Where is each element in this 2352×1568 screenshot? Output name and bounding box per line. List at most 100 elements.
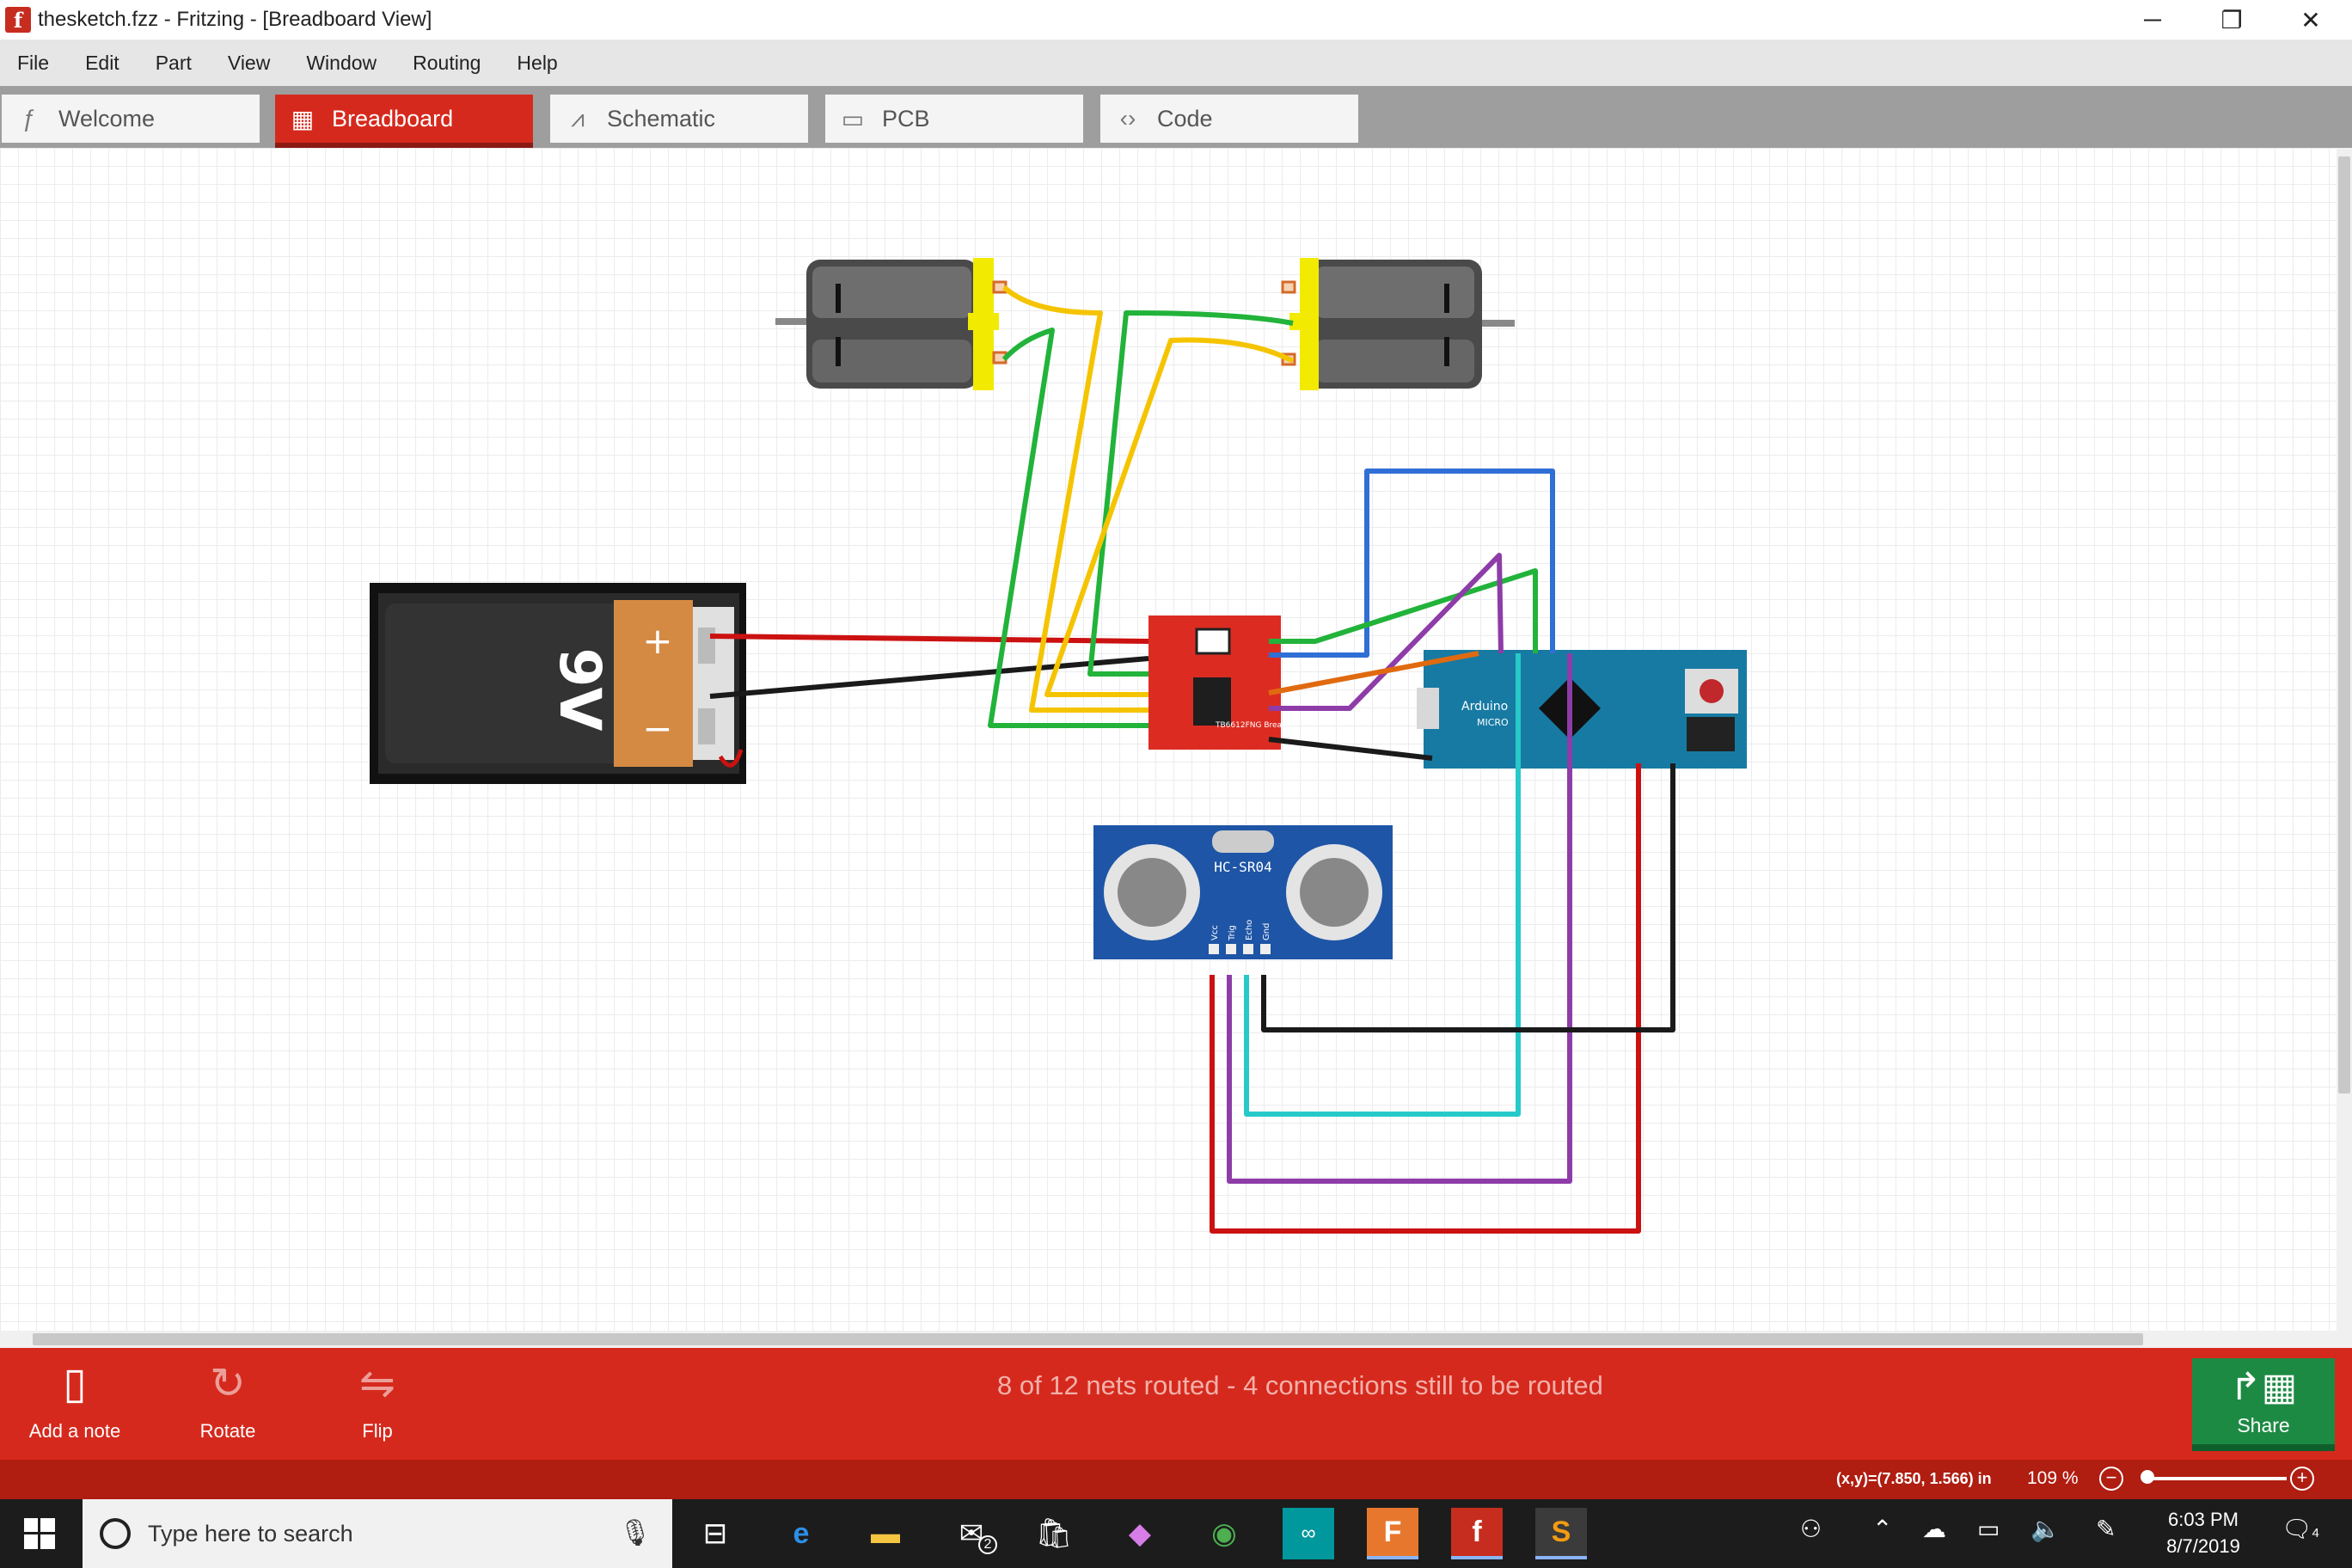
menu-routing[interactable]: Routing <box>413 51 481 74</box>
wire-3[interactable] <box>988 328 1148 728</box>
sublime-text-icon[interactable]: S <box>1535 1508 1587 1559</box>
arduino-label: Arduino <box>1461 700 1508 714</box>
share-label: Share <box>2237 1414 2290 1436</box>
zoom-in-button[interactable]: + <box>2290 1467 2314 1491</box>
tab-label: Breadboard <box>332 105 454 132</box>
file-explorer-icon[interactable]: ▬ <box>871 1516 900 1550</box>
view-tab-bar: ƒ Welcome ▦ Breadboard ⩘ Schematic ▭ PCB… <box>0 86 2352 148</box>
mail-icon[interactable]: ✉2 <box>946 1508 997 1559</box>
taskbar-search-box[interactable]: Type here to search 🎙 <box>83 1499 672 1568</box>
tab-label: Welcome <box>58 105 156 132</box>
volume-icon[interactable]: 🔈 <box>2030 1516 2061 1542</box>
tab-welcome[interactable]: ƒ Welcome <box>2 95 260 143</box>
restore-button[interactable]: ❐ <box>2220 6 2243 34</box>
wire-7[interactable] <box>1269 568 1538 653</box>
dc-motor-right[interactable] <box>1281 258 1515 390</box>
tab-pcb[interactable]: ▭ PCB <box>825 95 1083 143</box>
resistor-icon: ⩘ <box>571 104 585 132</box>
zoom-slider[interactable] <box>2144 1477 2287 1480</box>
circuit-drawing: + − 9V TB6612FNG Breakout Arduino MICRO … <box>370 258 1747 1234</box>
sensor-pin-vcc: Vcc <box>1210 925 1220 940</box>
arduino-ide-icon[interactable]: ∞ <box>1283 1508 1334 1559</box>
store-icon[interactable]: 🛍 <box>1035 1517 1073 1550</box>
wires <box>709 285 1675 1234</box>
tab-label: Schematic <box>607 105 716 132</box>
routing-status[interactable]: 8 of 12 nets routed - 4 connections stil… <box>997 1370 1603 1400</box>
notification-badge: 4 <box>2312 1526 2319 1540</box>
vertical-scroll-thumb[interactable] <box>2338 156 2350 1093</box>
onedrive-icon[interactable]: ☁ <box>1922 1516 1946 1542</box>
code-icon: ‹› <box>1119 105 1136 132</box>
mail-badge: 2 <box>978 1535 997 1554</box>
motor-driver-board[interactable]: TB6612FNG Breakout <box>1148 616 1299 750</box>
pen-icon[interactable]: ✎ <box>2096 1516 2116 1542</box>
fritzing-taskbar-icon[interactable]: f <box>1451 1508 1503 1559</box>
zoom-out-button[interactable]: − <box>2099 1467 2123 1491</box>
notifications-icon[interactable]: 🗨4 <box>2282 1516 2319 1542</box>
battery-voltage-label: 9V <box>547 647 613 731</box>
breadboard-icon: ▦ <box>291 105 315 132</box>
wire-6[interactable] <box>1269 469 1555 658</box>
chrome-icon[interactable]: ◉ <box>1211 1517 1237 1550</box>
wire-1[interactable] <box>709 656 1149 699</box>
vertical-scrollbar[interactable] <box>2337 148 2352 1331</box>
wire-5[interactable] <box>1044 337 1295 697</box>
close-button[interactable]: ✕ <box>2300 6 2321 34</box>
menu-help[interactable]: Help <box>517 51 558 74</box>
title-bar: f thesketch.fzz - Fritzing - [Breadboard… <box>0 0 2352 40</box>
flip-button[interactable]: ⇋ Flip <box>313 1357 442 1451</box>
wire-13[interactable] <box>1244 653 1521 1117</box>
menu-part[interactable]: Part <box>155 51 192 74</box>
breadboard-canvas[interactable]: + − 9V TB6612FNG Breakout Arduino MICRO … <box>0 148 2337 1436</box>
zoom-slider-handle[interactable] <box>2141 1470 2154 1484</box>
tab-breadboard[interactable]: ▦ Breadboard <box>275 95 533 148</box>
menu-window[interactable]: Window <box>306 51 377 74</box>
people-icon[interactable]: ⚇ <box>1800 1516 1822 1542</box>
wire-9[interactable] <box>1268 651 1479 695</box>
rotate-button[interactable]: ↻ Rotate <box>163 1357 292 1451</box>
window-title: thesketch.fzz - Fritzing - [Breadboard V… <box>38 8 432 31</box>
horizontal-scrollbar[interactable] <box>0 1331 2352 1348</box>
taskbar-clock[interactable]: 6:03 PM 8/7/2019 <box>2147 1506 2259 1559</box>
wire-2[interactable] <box>1001 285 1148 713</box>
fritzing-app-icon: f <box>5 7 31 33</box>
edge-browser-icon[interactable]: e <box>793 1516 810 1550</box>
wire-8[interactable] <box>1269 553 1504 711</box>
wire-11[interactable] <box>1210 763 1641 1234</box>
battery-minus-label: − <box>642 707 672 750</box>
wire-12[interactable] <box>1227 653 1572 1184</box>
wire-14[interactable] <box>1261 763 1675 1032</box>
add-note-button[interactable]: ▯ Add a note <box>10 1357 139 1451</box>
share-button[interactable]: ↱▦ Share <box>2192 1358 2335 1451</box>
clock-date: 8/7/2019 <box>2166 1535 2240 1557</box>
status-bar: (x,y)=(7.850, 1.566) in 109 % − + <box>0 1460 2352 1499</box>
wire-4[interactable] <box>1087 310 1294 677</box>
task-view-icon[interactable]: ⊟ <box>702 1517 728 1550</box>
cortana-icon <box>100 1518 131 1549</box>
arduino-micro[interactable]: Arduino MICRO <box>1417 650 1747 769</box>
show-hidden-icons-chevron-icon[interactable]: ⌃ <box>1872 1516 1893 1542</box>
menu-file[interactable]: File <box>17 51 50 74</box>
menu-edit[interactable]: Edit <box>85 51 119 74</box>
battery-9v[interactable]: + − 9V <box>370 583 746 784</box>
horizontal-scroll-thumb[interactable] <box>33 1333 2143 1345</box>
minimize-button[interactable]: ─ <box>2144 6 2161 33</box>
tab-schematic[interactable]: ⩘ Schematic <box>550 95 808 143</box>
wire-0[interactable] <box>709 634 1149 644</box>
dc-motor-left[interactable] <box>775 258 1008 390</box>
battery-icon[interactable]: ▭ <box>1977 1516 2000 1542</box>
windows-start-icon[interactable] <box>24 1518 55 1549</box>
paint3d-icon[interactable]: ◆ <box>1128 1517 1152 1550</box>
cursor-coordinates: (x,y)=(7.850, 1.566) in <box>1836 1470 1992 1487</box>
menu-view[interactable]: View <box>227 51 271 74</box>
battery-plus-label: + <box>642 620 672 662</box>
tab-code[interactable]: ‹› Code <box>1100 95 1358 143</box>
sensor-label: HC-SR04 <box>1214 859 1271 875</box>
microphone-icon[interactable]: 🎙 <box>618 1519 652 1547</box>
ultrasonic-sensor[interactable]: HC-SR04 Vcc Trig Echo Gnd <box>1093 825 1393 959</box>
fritzing-alt-icon[interactable]: F <box>1367 1508 1418 1559</box>
clock-time: 6:03 PM <box>2168 1509 2239 1530</box>
wire-10[interactable] <box>1268 737 1433 761</box>
note-icon: ▯ <box>63 1359 87 1407</box>
